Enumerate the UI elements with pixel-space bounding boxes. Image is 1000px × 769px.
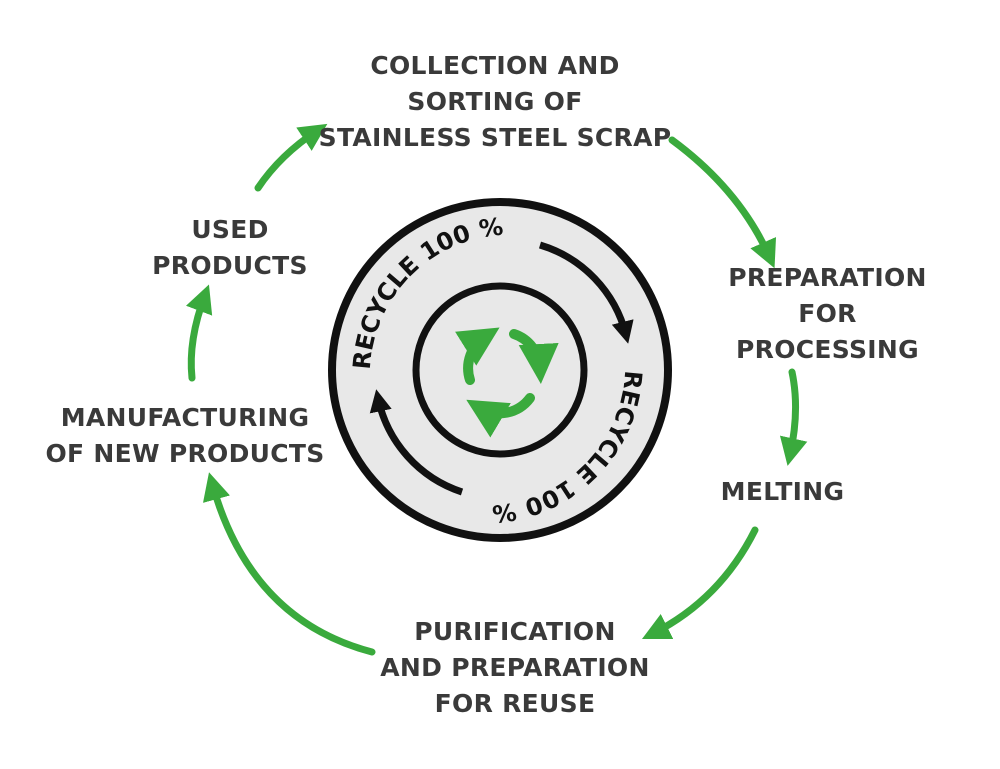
arrow-collection-to-preparation [668, 136, 777, 269]
arrow-purification-to-manufacturing [203, 472, 376, 656]
step-collection-sorting: COLLECTION AND SORTING OF STAINLESS STEE… [280, 48, 710, 156]
step-preparation-line-1: PREPARATION [728, 263, 927, 292]
step-preparation-line-3: PROCESSING [736, 335, 919, 364]
ring-arrow-upper [538, 241, 634, 344]
step-preparation-line-2: FOR [798, 299, 857, 328]
step-used-line-2: PRODUCTS [152, 251, 308, 280]
arrow-melting-to-purification [641, 526, 759, 640]
inner-ring [412, 282, 588, 458]
step-purification: PURIFICATION AND PREPARATION FOR REUSE [360, 614, 670, 722]
step-used-line-1: USED [191, 215, 269, 244]
step-collection-line-1: COLLECTION AND [370, 51, 620, 80]
step-purification-line-1: PURIFICATION [414, 617, 616, 646]
step-collection-line-2: SORTING OF [407, 87, 583, 116]
step-purification-line-3: FOR REUSE [434, 689, 596, 718]
step-melting: MELTING [710, 474, 855, 510]
step-used-products: USED PRODUCTS [140, 212, 320, 284]
step-manufacturing-line-2: OF NEW PRODUCTS [45, 439, 325, 468]
arrow-used-to-collection [254, 123, 328, 192]
ring-arrow-lower [369, 389, 464, 496]
step-purification-line-2: AND PREPARATION [380, 653, 650, 682]
step-collection-line-3: STAINLESS STEEL SCRAP [318, 123, 672, 152]
step-preparation: PREPARATION FOR PROCESSING [715, 260, 940, 368]
step-manufacturing: MANUFACTURING OF NEW PRODUCTS [40, 400, 330, 472]
step-melting-line-1: MELTING [720, 477, 845, 506]
recycle-icon [455, 327, 559, 438]
arrow-manufacturing-to-used [185, 284, 213, 382]
step-manufacturing-line-1: MANUFACTURING [60, 403, 310, 432]
arrow-preparation-to-melting [779, 368, 808, 466]
